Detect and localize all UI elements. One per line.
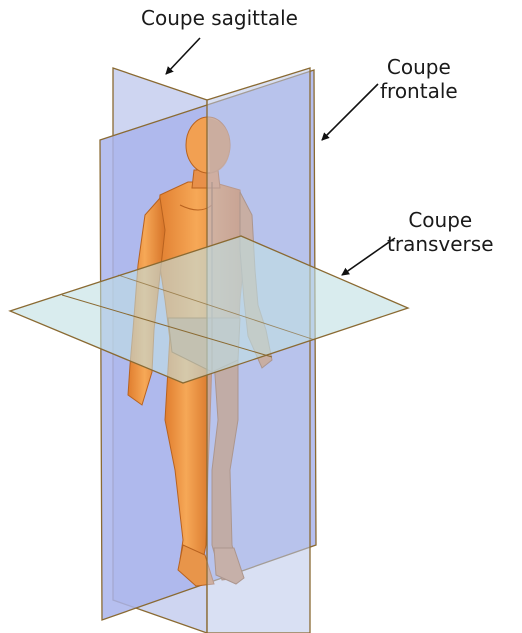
frontal-plane-label: Coupe frontale: [380, 55, 458, 103]
frontal-label-line1: Coupe: [380, 55, 458, 79]
sagittal-pointer-arrow: [166, 38, 200, 74]
transverse-label-line2: transverse: [387, 232, 494, 256]
sagittal-plane-label: Coupe sagittale: [141, 6, 298, 30]
transverse-label-line1: Coupe: [387, 208, 494, 232]
frontal-label-line2: frontale: [380, 79, 458, 103]
transverse-plane-label: Coupe transverse: [387, 208, 494, 256]
transverse-plane: [10, 236, 408, 383]
sagittal-label-text: Coupe sagittale: [141, 6, 298, 30]
frontal-pointer-arrow: [322, 84, 378, 140]
